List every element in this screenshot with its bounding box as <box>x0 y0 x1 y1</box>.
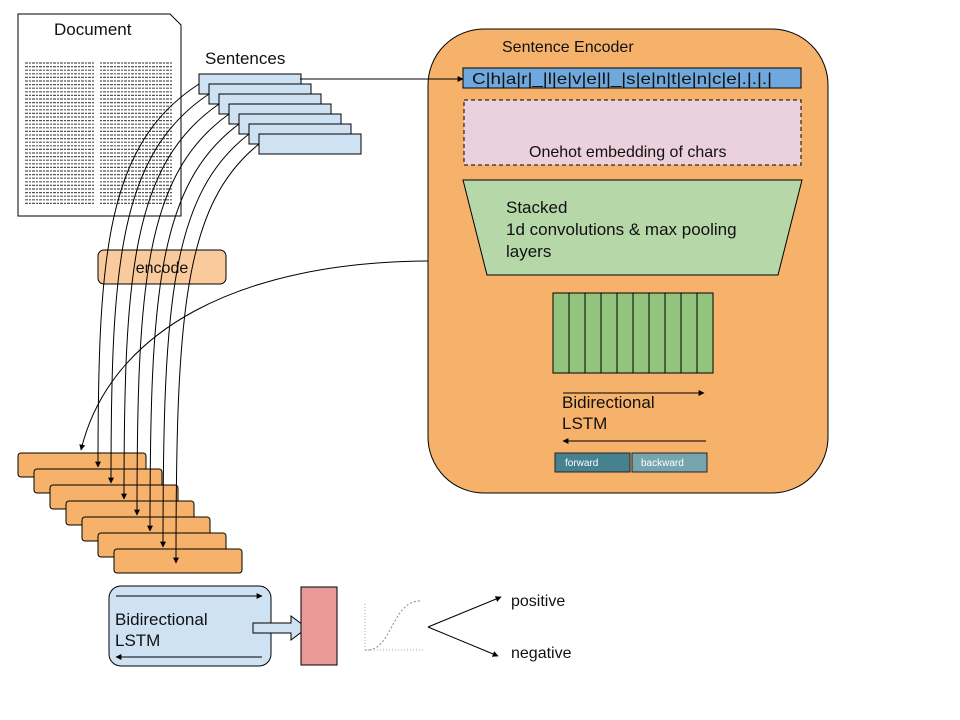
sigmoid-icon <box>364 600 422 651</box>
lstm-cell <box>568 292 586 374</box>
document-lstm-label-line1: Bidirectional <box>115 610 208 629</box>
encoded-sentence-stack <box>17 452 243 574</box>
positive-arrow <box>427 596 502 628</box>
encoded-sentence-vector <box>113 548 243 574</box>
lstm-cell <box>696 292 714 374</box>
lstm-cells <box>552 292 714 374</box>
sentence-encoding-connector <box>121 103 220 500</box>
dense-layer-box <box>300 586 338 666</box>
lstm-to-dense-arrow <box>252 615 308 641</box>
sentence-encoding-connector <box>147 123 240 532</box>
negative-arrow <box>427 626 499 657</box>
conv-layers-trapezoid <box>462 179 803 276</box>
sentence-encoding-connector <box>108 93 210 484</box>
backward-state-label: backward <box>641 458 684 469</box>
onehot-embedding-box <box>463 99 802 166</box>
lstm-cell <box>664 292 682 374</box>
sentence-stack <box>198 73 362 155</box>
sentence-encoder-title: Sentence Encoder <box>502 39 634 56</box>
sentence-encoding-connector <box>173 143 260 564</box>
lstm-cell <box>600 292 618 374</box>
lstm-cell <box>584 292 602 374</box>
lstm-cell <box>680 292 698 374</box>
negative-label: negative <box>511 645 572 662</box>
char-level-sentence-text: C|h|a|r|_|l|e|v|e|l|_|s|e|n|t|e|n|c|e|.|… <box>472 71 772 88</box>
conv-label-line2: 1d convolutions & max pooling <box>506 220 737 239</box>
document-title: Document <box>54 20 132 39</box>
lstm-cell <box>632 292 650 374</box>
positive-label: positive <box>511 593 565 610</box>
sentence-encoding-connector <box>134 113 230 516</box>
sentence-sheet <box>258 133 362 155</box>
conv-label-line3: layers <box>506 242 551 261</box>
encoding-connectors <box>95 83 260 564</box>
onehot-embedding-label: Onehot embedding of chars <box>529 144 726 161</box>
document-icon <box>17 13 182 217</box>
encoder-output-arrow <box>79 260 429 451</box>
encoder-lstm-label-line1: Bidirectional <box>562 393 655 412</box>
document-lstm-label-line2: LSTM <box>115 631 160 650</box>
sentence-encoding-connector <box>160 133 250 548</box>
lstm-cell <box>616 292 634 374</box>
lstm-cell <box>552 292 570 374</box>
sentences-label: Sentences <box>205 49 285 68</box>
sentence-encoding-connector <box>95 83 200 468</box>
conv-label-line1: Stacked <box>506 198 567 217</box>
forward-state-box <box>554 452 631 473</box>
encoder-lstm-label-line2: LSTM <box>562 414 607 433</box>
lstm-cell <box>648 292 666 374</box>
document-text-lines <box>25 62 173 204</box>
backward-state-box <box>631 452 708 473</box>
forward-state-label: forward <box>565 458 598 469</box>
